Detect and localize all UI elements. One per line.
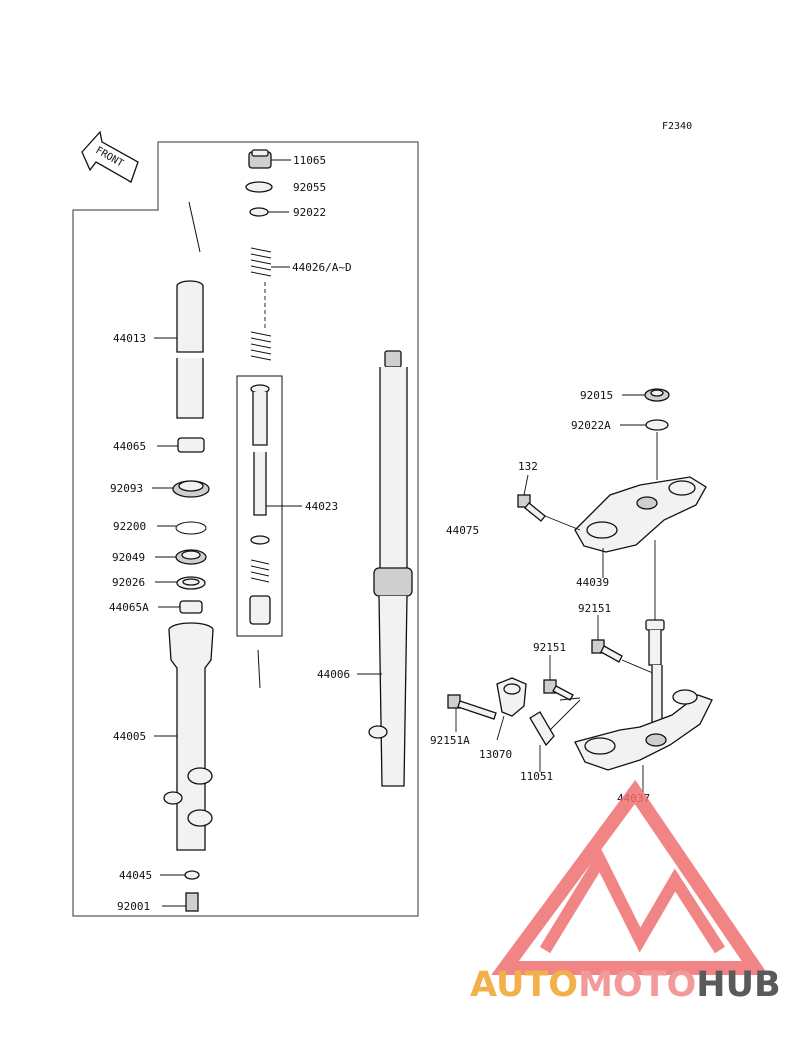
part-92022A: 92022A [571,419,669,432]
part-44039-upper-bracket: 44039 [574,432,707,589]
label-92001: 92001 [117,900,150,913]
label-92151-upper: 92151 [578,602,611,615]
label-44039: 44039 [576,576,609,589]
part-92200: 92200 [113,520,207,535]
brand-auto: AUTO [470,965,578,1005]
label-44023: 44023 [305,500,338,513]
figure-code: F2340 [662,121,692,132]
label-11065: 11065 [293,154,326,167]
logo-triangle-icon [491,779,769,975]
part-92151-lower: 92151 [533,641,574,701]
label-44005: 44005 [113,730,146,743]
automotohub-logo [491,779,769,975]
label-92151A: 92151A [430,734,470,747]
label-44065: 44065 [113,440,146,453]
part-92151-upper: 92151 [578,602,661,677]
part-92151A-bolt: 92151A [430,694,497,747]
label-92015: 92015 [580,389,613,402]
watermark-brand: AUTOMOTOHUB [470,965,781,1005]
part-92001: 92001 [117,892,199,913]
part-92049: 92049 [112,549,207,565]
label-44065A: 44065A [109,601,149,614]
part-44065: 44065 [113,437,205,453]
assembly-frame [72,141,419,917]
label-92026: 92026 [112,576,145,589]
label-92022: 92022 [293,206,326,219]
brand-moto: MOTO [578,965,696,1005]
assembly-axis-line [188,201,201,253]
part-92022: 92022 [249,206,326,219]
brand-hub: HUB [696,965,780,1005]
part-44013-inner-tube: 44013 [113,280,204,419]
label-11051: 11051 [520,770,553,783]
logo-m-icon [539,847,726,954]
part-92015: 92015 [580,388,670,402]
label-44075: 44075 [446,524,479,537]
part-44005-outer-tube: 44005 [113,622,214,851]
part-92093: 92093 [110,480,210,498]
label-44006: 44006 [317,668,350,681]
part-11051-bracket: 11051 [520,697,581,783]
label-13070: 13070 [479,748,512,761]
part-44026-spring: 44026/A~D [250,247,352,361]
label-92049: 92049 [112,551,145,564]
front-arrow: FRONT [81,130,139,183]
part-13070-clamp: 13070 [479,677,527,761]
part-11065: 11065 [248,149,326,169]
assembly-axis-line [257,649,261,689]
part-44065A: 44065A [109,600,203,614]
label-92151-lower: 92151 [533,641,566,654]
part-44045: 44045 [119,869,200,882]
part-132-bolt: 132 [517,460,581,531]
part-44023-damper: 44023 [236,375,338,637]
part-44006-fork-assy: 44006 [317,350,413,787]
label-92200: 92200 [113,520,146,533]
label-44013: 44013 [113,332,146,345]
label-44026: 44026/A~D [292,261,352,274]
part-92055: 92055 [245,181,326,194]
part-44037-lower-bracket: 44037 [574,540,713,805]
part-92026: 92026 [112,576,206,590]
label-92055: 92055 [293,181,326,194]
label-132: 132 [518,460,538,473]
label-44045: 44045 [119,869,152,882]
label-92022A: 92022A [571,419,611,432]
front-arrow-icon [81,130,139,183]
label-92093: 92093 [110,482,143,495]
